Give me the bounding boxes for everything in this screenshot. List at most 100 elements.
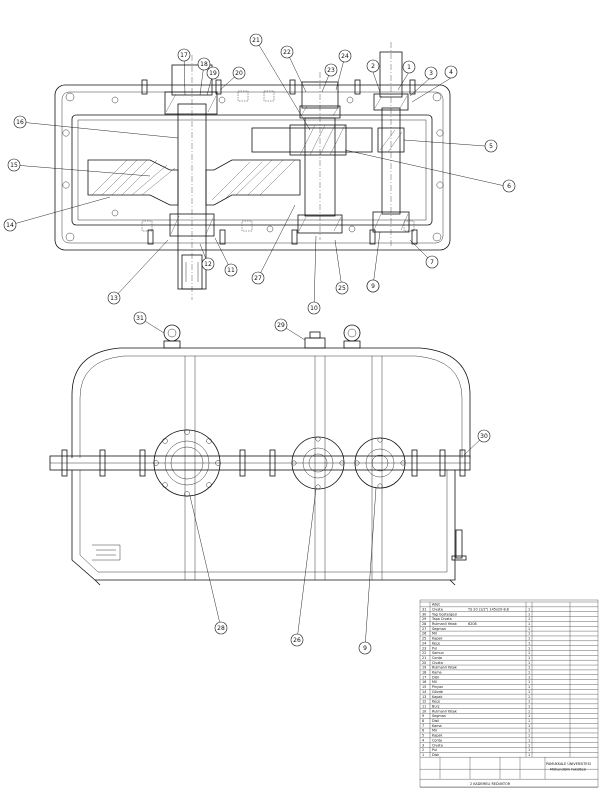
parts-list-no: 3: [422, 743, 424, 747]
parts-list-no: 1: [422, 753, 424, 757]
parts-list-no: 26: [422, 632, 426, 636]
parts-list-name: Disli: [432, 719, 439, 723]
parts-list-name: Disli: [432, 753, 439, 757]
svg-text:18: 18: [200, 61, 208, 68]
part-bubble-3: 3: [424, 66, 438, 80]
parts-list-no: 29: [422, 617, 426, 621]
parts-list-name: Pinyon: [432, 685, 443, 689]
parts-list-name: Keçe: [432, 641, 440, 645]
parts-list-no: 20: [422, 661, 426, 665]
parts-list-qty: 1: [528, 617, 530, 621]
part-bubble-28: 28: [214, 621, 228, 635]
svg-text:3: 3: [429, 70, 433, 77]
parts-list-qty: 1: [528, 646, 530, 650]
svg-text:9: 9: [363, 645, 367, 652]
parts-list-qty: 1: [528, 666, 530, 670]
parts-list-qty: 1: [528, 734, 530, 738]
svg-text:17: 17: [180, 52, 188, 59]
parts-list-qty: 1: [528, 704, 530, 708]
bolt-markers: [141, 90, 415, 232]
bearing-hatching: [165, 93, 409, 235]
parts-list-qty: 1: [528, 671, 530, 675]
svg-text:7: 7: [430, 259, 434, 266]
parts-list-no: 21: [422, 656, 426, 660]
svg-text:14: 14: [6, 222, 14, 229]
parts-list-qty: 1: [528, 724, 530, 728]
svg-text:21: 21: [252, 37, 260, 44]
part-bubble-18: 18: [197, 57, 211, 71]
parts-list-qty: 1: [528, 612, 530, 616]
parts-list-no: 5: [422, 734, 424, 738]
part-bubble-30: 30: [477, 429, 491, 443]
part-bubble-5: 5: [484, 139, 498, 153]
svg-text:16: 16: [16, 119, 24, 126]
part-bubble-14: 14: [3, 218, 17, 232]
svg-text:15: 15: [10, 162, 18, 169]
top-section-view: [54, 42, 451, 300]
part-bubble-15: 15: [7, 158, 21, 172]
input-shaft: [372, 42, 410, 248]
svg-text:6: 6: [507, 183, 511, 190]
sheet-title: 2 KADEMELI REDUKTOR: [470, 782, 511, 786]
svg-text:25: 25: [338, 285, 346, 292]
part-bubble-20: 20: [232, 66, 246, 80]
parts-list-no: 16: [422, 680, 426, 684]
part-bubble-16: 16: [13, 115, 27, 129]
parts-list-no: 8: [422, 719, 424, 723]
parts-list-qty: 1: [528, 748, 530, 752]
parts-list-qty: 1: [528, 743, 530, 747]
parts-list-qty: 1: [528, 685, 530, 689]
front-elevation-view: [49, 324, 471, 586]
parts-list-no: 23: [422, 646, 426, 650]
parts-list-qty: 1: [528, 714, 530, 718]
parts-list-qty: 1: [528, 690, 530, 694]
parts-list-name: Yag Gostergesi: [432, 612, 457, 616]
svg-text:5: 5: [489, 143, 493, 150]
part-bubble-10: 10: [307, 301, 321, 315]
front-flange-bolts: [61, 449, 466, 477]
parts-list-name: Civata: [432, 661, 443, 665]
part-bubble-27: 27: [251, 271, 265, 285]
parts-list-no: 10: [422, 709, 426, 713]
parts-list-name: Burç: [432, 704, 440, 708]
parts-list-name: Segman: [432, 627, 446, 631]
parts-list-name: Kama: [432, 724, 442, 728]
parts-list-name: Kapak: [432, 695, 442, 699]
svg-text:1: 1: [407, 64, 411, 71]
parts-list-qty: 1: [528, 627, 530, 631]
part-bubble-9: 9: [366, 279, 380, 293]
svg-text:2: 2: [371, 63, 375, 70]
part-bubble-31: 31: [133, 311, 147, 325]
svg-text:13: 13: [110, 295, 118, 302]
bearing-cover-input: [354, 437, 406, 489]
parts-list-name: Kapak: [432, 734, 442, 738]
parts-list-no: 25: [422, 637, 426, 641]
svg-text:23: 23: [327, 67, 335, 74]
parts-list-name: Segman: [432, 714, 446, 718]
svg-text:19: 19: [209, 70, 217, 77]
parts-list-no: 30: [422, 612, 426, 616]
parts-list-name: Kapak: [432, 637, 442, 641]
parts-list-qty: 1: [528, 753, 530, 757]
parts-list-name: Rulmanli Yatak: [432, 622, 457, 626]
part-bubble-6: 6: [502, 179, 516, 193]
parts-list-no: 13: [422, 695, 426, 699]
parts-list-no: 17: [422, 675, 426, 679]
svg-text:9: 9: [371, 283, 375, 290]
parts-list-qty: 1: [528, 738, 530, 742]
part-bubble-21: 21: [249, 33, 263, 47]
gear-hatching: [91, 159, 296, 201]
bearing-cover-intermediate: [291, 436, 345, 490]
parts-list-no: 11: [422, 704, 426, 708]
parts-list-qty: 1: [528, 651, 530, 655]
parts-list-qty: 1: [528, 632, 530, 636]
svg-text:11: 11: [227, 267, 235, 274]
svg-text:22: 22: [283, 49, 291, 56]
parts-list-name: Mil: [432, 632, 437, 636]
parts-list-header: Adet: [432, 603, 440, 607]
svg-text:31: 31: [136, 315, 144, 322]
svg-text:29: 29: [277, 322, 285, 329]
parts-list-no: 12: [422, 700, 426, 704]
